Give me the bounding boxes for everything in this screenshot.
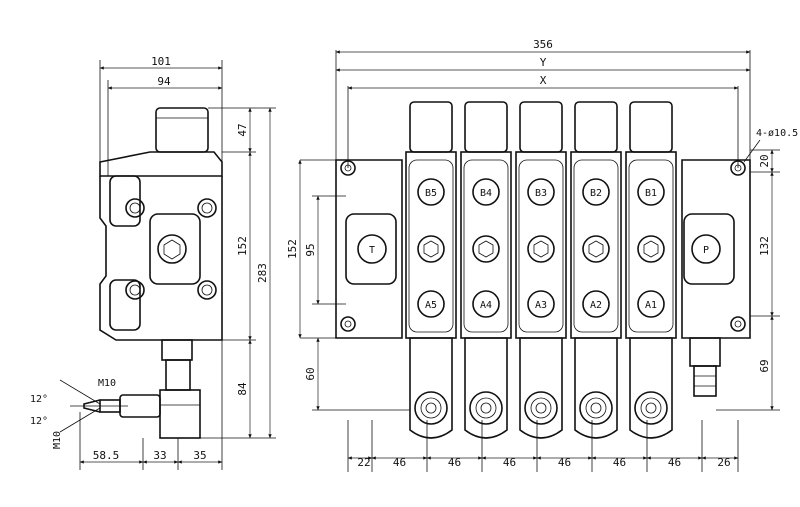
side-view: 101 94 47 152 84 283 58.5 33 35 M10 M10 …	[30, 55, 276, 470]
port-b-label: B1	[645, 188, 657, 199]
dim-pitch: 46	[503, 456, 516, 469]
port-a-label: A1	[645, 300, 657, 311]
dim-bottom-width-left: 58.5	[93, 449, 120, 462]
dim-left-height: 152	[286, 239, 299, 259]
dim-x-length: X	[540, 74, 547, 87]
port-b-label: B2	[590, 188, 602, 199]
thread-side-label: M10	[52, 431, 63, 449]
angle-bottom-label: 12°	[30, 416, 48, 427]
dim-pitch: 46	[668, 456, 681, 469]
dim-bottom-width-mid: 33	[153, 449, 166, 462]
port-a-label: A4	[480, 300, 492, 311]
port-b-label: B5	[425, 188, 437, 199]
dim-bottom-width-right: 35	[193, 449, 206, 462]
dim-pitch-end: 26	[717, 456, 730, 469]
angle-top-label: 12°	[30, 394, 48, 405]
dim-left-bottom: 60	[304, 367, 317, 380]
dim-right-height: 132	[758, 236, 771, 256]
port-a-label: A3	[535, 300, 547, 311]
mount-holes-label: 4-ø10.5	[756, 128, 798, 139]
port-b-label: B4	[480, 188, 492, 199]
dim-top-height: 47	[236, 123, 249, 136]
port-b-label: B3	[535, 188, 547, 199]
dim-pitch-start: 22	[357, 456, 370, 469]
dim-pitch: 46	[613, 456, 626, 469]
outlet-port-label: T	[369, 245, 375, 256]
dim-body-height: 152	[236, 236, 249, 256]
dim-inner-width: 94	[157, 75, 171, 88]
dim-pitch: 46	[448, 456, 461, 469]
dim-overall-width: 101	[151, 55, 171, 68]
port-a-label: A2	[590, 300, 602, 311]
dim-bottom-height: 84	[236, 382, 249, 396]
dim-pitch: 46	[393, 456, 406, 469]
dim-y-length: Y	[540, 56, 547, 69]
dim-right-bottom: 69	[758, 359, 771, 372]
dim-left-mid: 95	[304, 243, 317, 256]
dim-overall-length: 356	[533, 38, 553, 51]
bolt-icon	[125, 198, 217, 300]
thread-top-label: M10	[98, 378, 116, 389]
inlet-port-label: P	[703, 245, 709, 256]
dim-pitch: 46	[558, 456, 571, 469]
port-a-label: A5	[425, 300, 437, 311]
dim-total-height: 283	[256, 263, 269, 283]
dim-right-top: 20	[758, 154, 771, 167]
